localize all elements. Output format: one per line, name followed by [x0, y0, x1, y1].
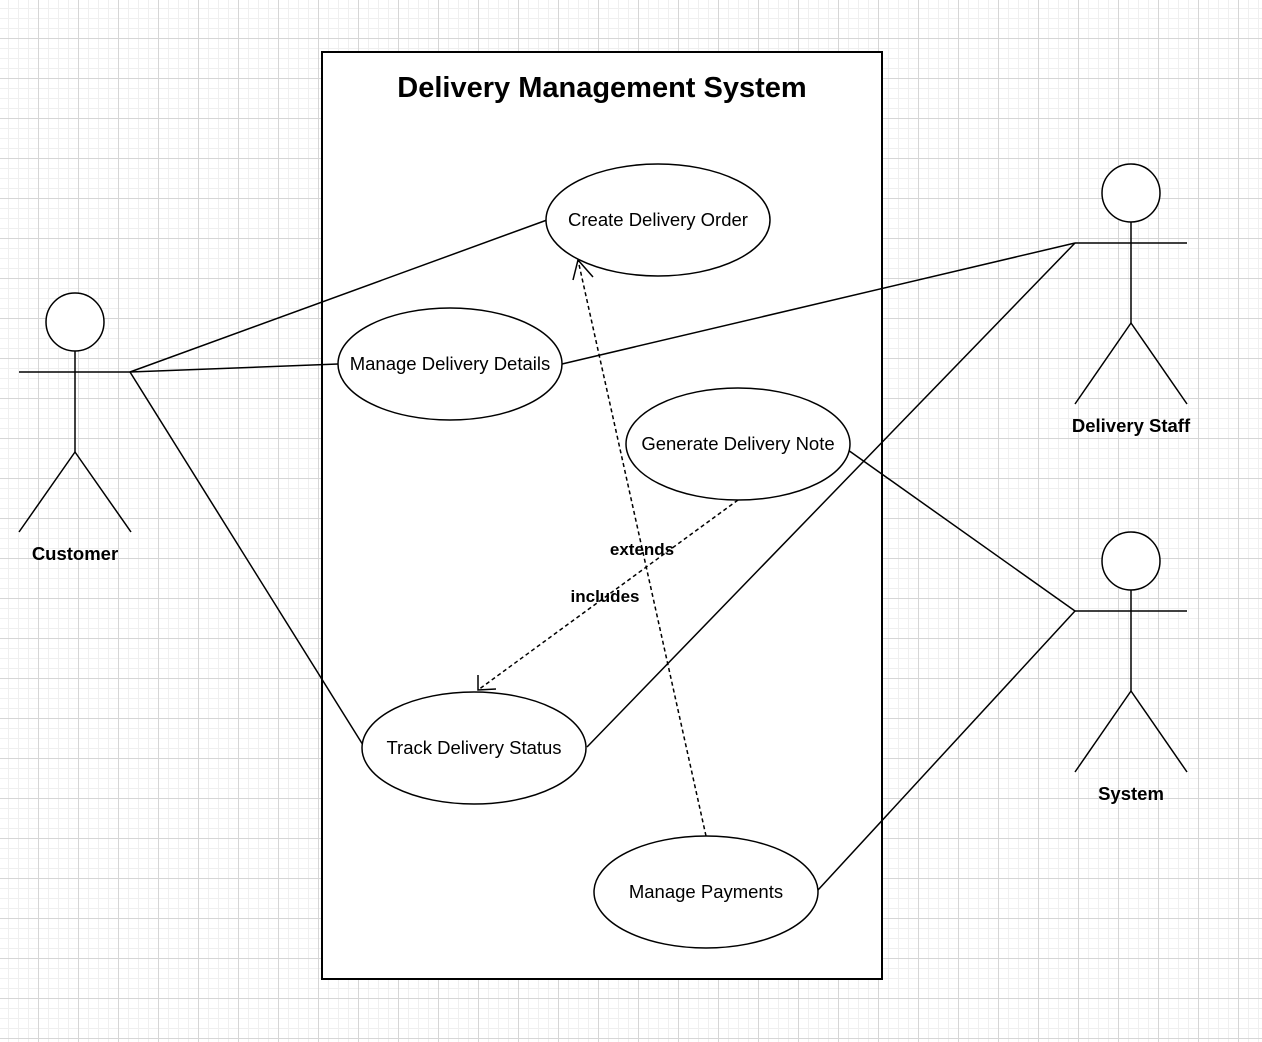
use-case-create-order[interactable]: Create Delivery Order [545, 163, 771, 277]
association-staff-track-status[interactable] [586, 242, 1076, 748]
actor-left-leg [18, 451, 76, 533]
actor-left-leg [1074, 322, 1132, 405]
actor-head [1101, 531, 1161, 591]
use-case-label: Track Delivery Status [386, 737, 561, 758]
includes-arrowhead [477, 675, 497, 691]
actor-right-leg [1130, 322, 1188, 405]
actor-label-delivery-staff: Delivery Staff [1072, 415, 1191, 436]
use-case-label: Manage Payments [629, 881, 783, 902]
use-case-ellipse [625, 387, 851, 501]
use-case-ellipse [361, 691, 587, 805]
actor-left-leg [1074, 690, 1132, 773]
extends-line[interactable] [577, 259, 707, 837]
actor-head [1101, 163, 1161, 223]
use-case-track-status[interactable]: Track Delivery Status [361, 691, 587, 805]
actor-right-leg [74, 451, 132, 533]
includes-label: includes [571, 587, 640, 606]
actor-delivery-staff[interactable] [1074, 163, 1188, 405]
actor-label-system: System [1098, 783, 1164, 804]
association-customer-track-status[interactable] [129, 371, 364, 746]
system-title: Delivery Management System [397, 72, 806, 104]
use-case-ellipse [545, 163, 771, 277]
use-case-manage-details[interactable]: Manage Delivery Details [337, 307, 563, 421]
association-system-manage-payments[interactable] [817, 610, 1076, 891]
includes-line[interactable] [477, 499, 739, 691]
use-case-manage-payments[interactable]: Manage Payments [593, 835, 819, 949]
association-customer-manage-details[interactable] [129, 363, 339, 373]
use-case-label: Manage Delivery Details [350, 353, 551, 374]
use-case-label: Create Delivery Order [568, 209, 748, 230]
actor-head [45, 292, 105, 352]
association-staff-manage-details[interactable] [561, 242, 1076, 365]
use-case-ellipse [593, 835, 819, 949]
actor-right-leg [1130, 690, 1188, 773]
use-case-label: Generate Delivery Note [641, 433, 834, 454]
actor-customer[interactable] [18, 292, 132, 533]
actor-system[interactable] [1074, 531, 1188, 773]
use-case-ellipse [337, 307, 563, 421]
use-case-generate-note[interactable]: Generate Delivery Note [625, 387, 851, 501]
actor-label-customer: Customer [32, 543, 118, 564]
association-customer-create-order[interactable] [129, 219, 548, 373]
association-system-generate-note[interactable] [847, 449, 1076, 612]
associations [129, 219, 1076, 891]
extends-label: extends [610, 540, 674, 559]
dependencies [477, 259, 739, 837]
